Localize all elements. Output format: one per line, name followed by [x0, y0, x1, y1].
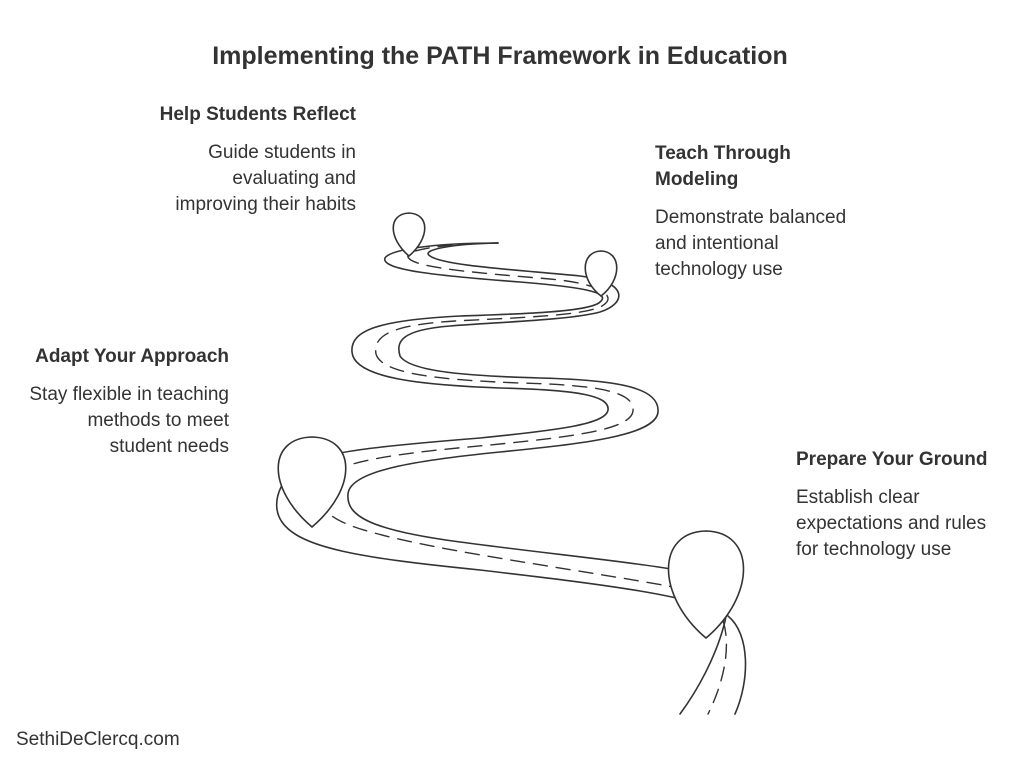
- step-heading: Prepare Your Ground: [796, 449, 988, 470]
- map-pin-icon: [277, 436, 347, 529]
- step-description: Demonstrate balanced and intentional tec…: [655, 207, 847, 280]
- step-heading: Help Students Reflect: [159, 104, 356, 125]
- step-description: Guide students in evaluating and improvi…: [175, 142, 356, 215]
- step-teach-through-modeling: Teach Through Modeling Demonstrate balan…: [655, 141, 855, 283]
- step-description: Stay flexible in teaching methods to mee…: [29, 384, 229, 457]
- step-adapt-your-approach: Adapt Your Approach Stay flexible in tea…: [20, 344, 229, 460]
- step-help-students-reflect: Help Students Reflect Guide students in …: [150, 102, 356, 218]
- map-pin-icon: [584, 250, 618, 298]
- road-edge-inner: [347, 242, 729, 715]
- footer-credit: SethiDeClercq.com: [16, 729, 180, 750]
- road-center-line: [318, 242, 728, 715]
- step-prepare-your-ground: Prepare Your Ground Establish clear expe…: [796, 447, 1001, 563]
- map-pin-icon: [392, 212, 426, 258]
- road-edge-outer: [275, 242, 747, 715]
- map-pin-icon: [667, 530, 745, 640]
- step-heading: Adapt Your Approach: [35, 346, 229, 367]
- step-heading: Teach Through Modeling: [655, 143, 791, 190]
- step-description: Establish clear expectations and rules f…: [796, 487, 987, 560]
- page-title: Implementing the PATH Framework in Educa…: [212, 42, 788, 70]
